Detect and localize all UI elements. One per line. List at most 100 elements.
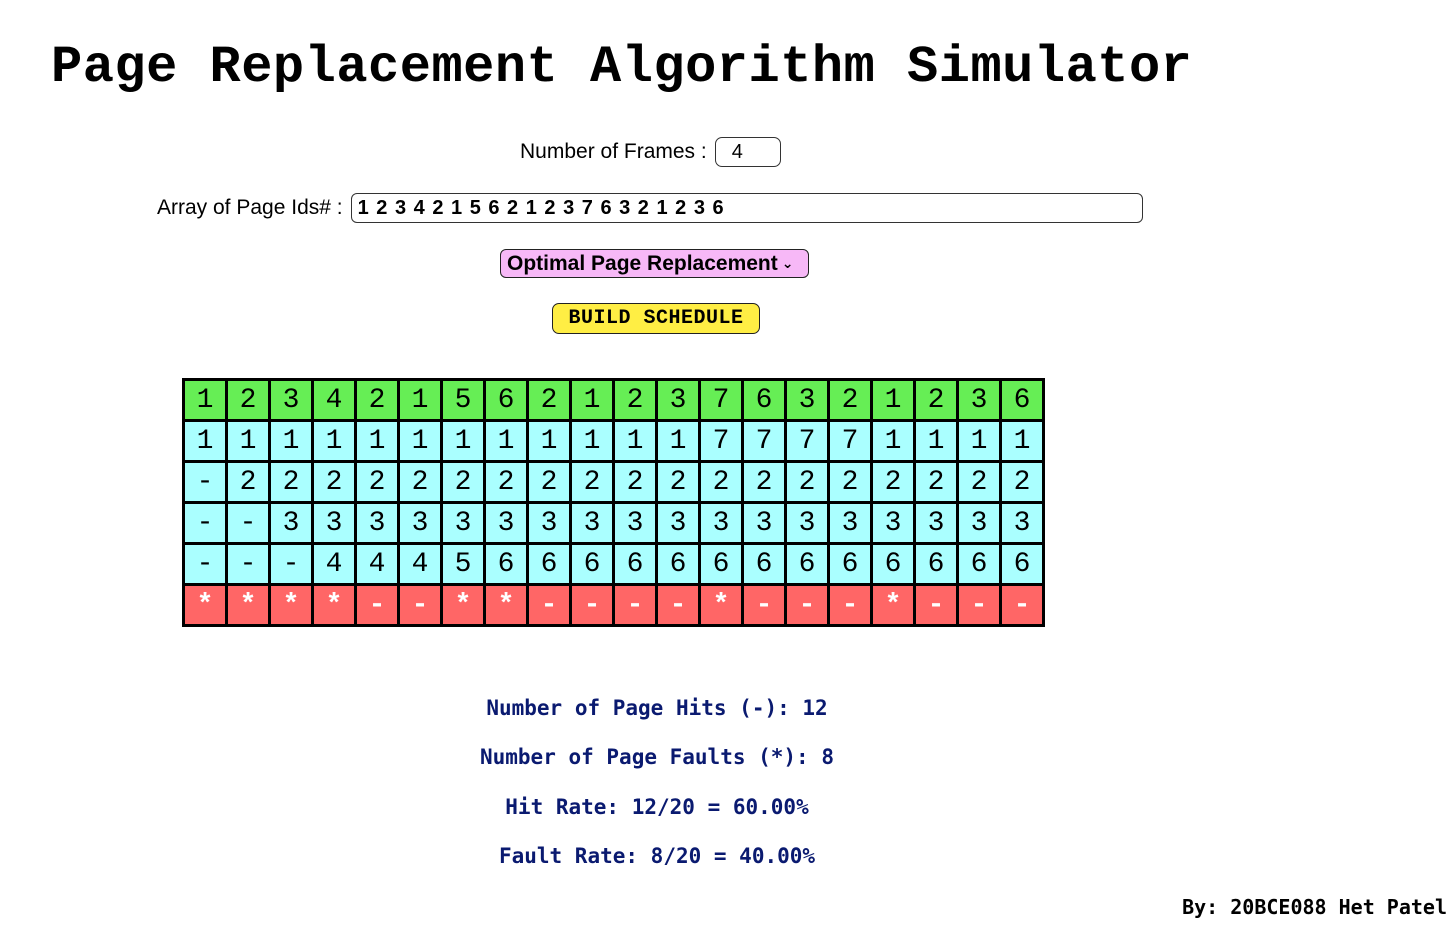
frame-cell: 3 bbox=[311, 501, 357, 545]
frame-cell: 3 bbox=[440, 501, 486, 545]
frame-cell: 6 bbox=[569, 542, 615, 586]
frame-cell: 2 bbox=[569, 460, 615, 504]
page-request-cell: 2 bbox=[612, 378, 658, 422]
frame-cell: 6 bbox=[612, 542, 658, 586]
frame-cell: 2 bbox=[225, 460, 271, 504]
frame-cell: 3 bbox=[870, 501, 916, 545]
frame-cell: - bbox=[268, 542, 314, 586]
frame-cell: 2 bbox=[999, 460, 1045, 504]
frame-cell: 3 bbox=[526, 501, 572, 545]
frame-cell: 1 bbox=[612, 419, 658, 463]
page-request-cell: 2 bbox=[913, 378, 959, 422]
fault-rate-stat: Fault Rate: 8/20 = 40.00% bbox=[498, 844, 816, 868]
page-request-cell: 6 bbox=[483, 378, 529, 422]
page-request-cell: 6 bbox=[741, 378, 787, 422]
frame-cell: 1 bbox=[268, 419, 314, 463]
result-cell: * bbox=[182, 583, 228, 627]
page-request-cell: 1 bbox=[569, 378, 615, 422]
page-request-cell: 2 bbox=[225, 378, 271, 422]
frame-cell: 6 bbox=[870, 542, 916, 586]
frame-cell: 3 bbox=[999, 501, 1045, 545]
frame-cell: 7 bbox=[698, 419, 744, 463]
frame-cell: 2 bbox=[612, 460, 658, 504]
frames-label: Number of Frames : bbox=[520, 140, 707, 163]
frame-cell: 2 bbox=[913, 460, 959, 504]
result-cell: * bbox=[268, 583, 314, 627]
pages-input[interactable]: 1 2 3 4 2 1 5 6 2 1 2 3 7 6 3 2 1 2 3 6 bbox=[350, 193, 1143, 223]
frame-cell: 1 bbox=[440, 419, 486, 463]
frame-cell: 4 bbox=[311, 542, 357, 586]
frame-cell: 3 bbox=[569, 501, 615, 545]
frame-cell: 7 bbox=[784, 419, 830, 463]
build-schedule-button[interactable]: BUILD SCHEDULE bbox=[552, 303, 760, 334]
frame-cell: 2 bbox=[311, 460, 357, 504]
frame-cell: 1 bbox=[311, 419, 357, 463]
result-cell: - bbox=[784, 583, 830, 627]
page-faults-stat: Number of Page Faults (*): 8 bbox=[479, 745, 834, 769]
frame-cell: 2 bbox=[870, 460, 916, 504]
result-cell: - bbox=[569, 583, 615, 627]
page-request-cell: 3 bbox=[956, 378, 1002, 422]
page-request-cell: 1 bbox=[397, 378, 443, 422]
frame-cell: 2 bbox=[526, 460, 572, 504]
frame-cell: 2 bbox=[354, 460, 400, 504]
frame-cell: 7 bbox=[827, 419, 873, 463]
result-cell: - bbox=[827, 583, 873, 627]
result-cell: * bbox=[698, 583, 744, 627]
frame-cell: 1 bbox=[526, 419, 572, 463]
frame-cell: 6 bbox=[999, 542, 1045, 586]
frame-cell: 3 bbox=[913, 501, 959, 545]
frame-cell: 1 bbox=[354, 419, 400, 463]
result-cell: - bbox=[655, 583, 701, 627]
page-request-cell: 4 bbox=[311, 378, 357, 422]
result-cell: - bbox=[526, 583, 572, 627]
frame-cell: 6 bbox=[655, 542, 701, 586]
frame-cell: 3 bbox=[784, 501, 830, 545]
frame-cell: 5 bbox=[440, 542, 486, 586]
frame-cell: 3 bbox=[827, 501, 873, 545]
result-cell: - bbox=[999, 583, 1045, 627]
pages-row: Array of Page Ids# : 1 2 3 4 2 1 5 6 2 1… bbox=[157, 193, 1143, 223]
result-cell: * bbox=[440, 583, 486, 627]
frame-cell: - bbox=[225, 542, 271, 586]
frame-cell: 2 bbox=[397, 460, 443, 504]
frame-cell: 1 bbox=[569, 419, 615, 463]
page-request-cell: 7 bbox=[698, 378, 744, 422]
frame-cell: 3 bbox=[741, 501, 787, 545]
frame-cell: 3 bbox=[698, 501, 744, 545]
frame-cell: 7 bbox=[741, 419, 787, 463]
frame-cell: - bbox=[182, 542, 228, 586]
frame-cell: - bbox=[225, 501, 271, 545]
frame-cell: 1 bbox=[655, 419, 701, 463]
page-request-cell: 6 bbox=[999, 378, 1045, 422]
frame-cell: 3 bbox=[655, 501, 701, 545]
page-request-cell: 3 bbox=[655, 378, 701, 422]
frame-cell: 3 bbox=[268, 501, 314, 545]
frame-cell: 1 bbox=[870, 419, 916, 463]
result-cell: - bbox=[354, 583, 400, 627]
chevron-down-icon: ⌄ bbox=[781, 255, 794, 271]
frames-input[interactable]: 4 bbox=[714, 137, 781, 167]
frame-cell: 2 bbox=[268, 460, 314, 504]
frame-cell: 6 bbox=[741, 542, 787, 586]
frame-cell: 2 bbox=[784, 460, 830, 504]
page-request-cell: 3 bbox=[784, 378, 830, 422]
frame-cell: 3 bbox=[397, 501, 443, 545]
algorithm-select[interactable]: Optimal Page Replacement ⌄ bbox=[500, 249, 809, 278]
frame-cell: 2 bbox=[483, 460, 529, 504]
frame-cell: 1 bbox=[956, 419, 1002, 463]
frame-cell: 2 bbox=[827, 460, 873, 504]
frame-cell: - bbox=[182, 460, 228, 504]
frame-cell: 4 bbox=[354, 542, 400, 586]
page-request-cell: 2 bbox=[827, 378, 873, 422]
frame-cell: 1 bbox=[913, 419, 959, 463]
result-cell: * bbox=[225, 583, 271, 627]
frame-cell: 6 bbox=[913, 542, 959, 586]
pages-label: Array of Page Ids# : bbox=[157, 196, 343, 219]
frame-cell: 6 bbox=[956, 542, 1002, 586]
result-cell: - bbox=[397, 583, 443, 627]
result-cell: * bbox=[483, 583, 529, 627]
